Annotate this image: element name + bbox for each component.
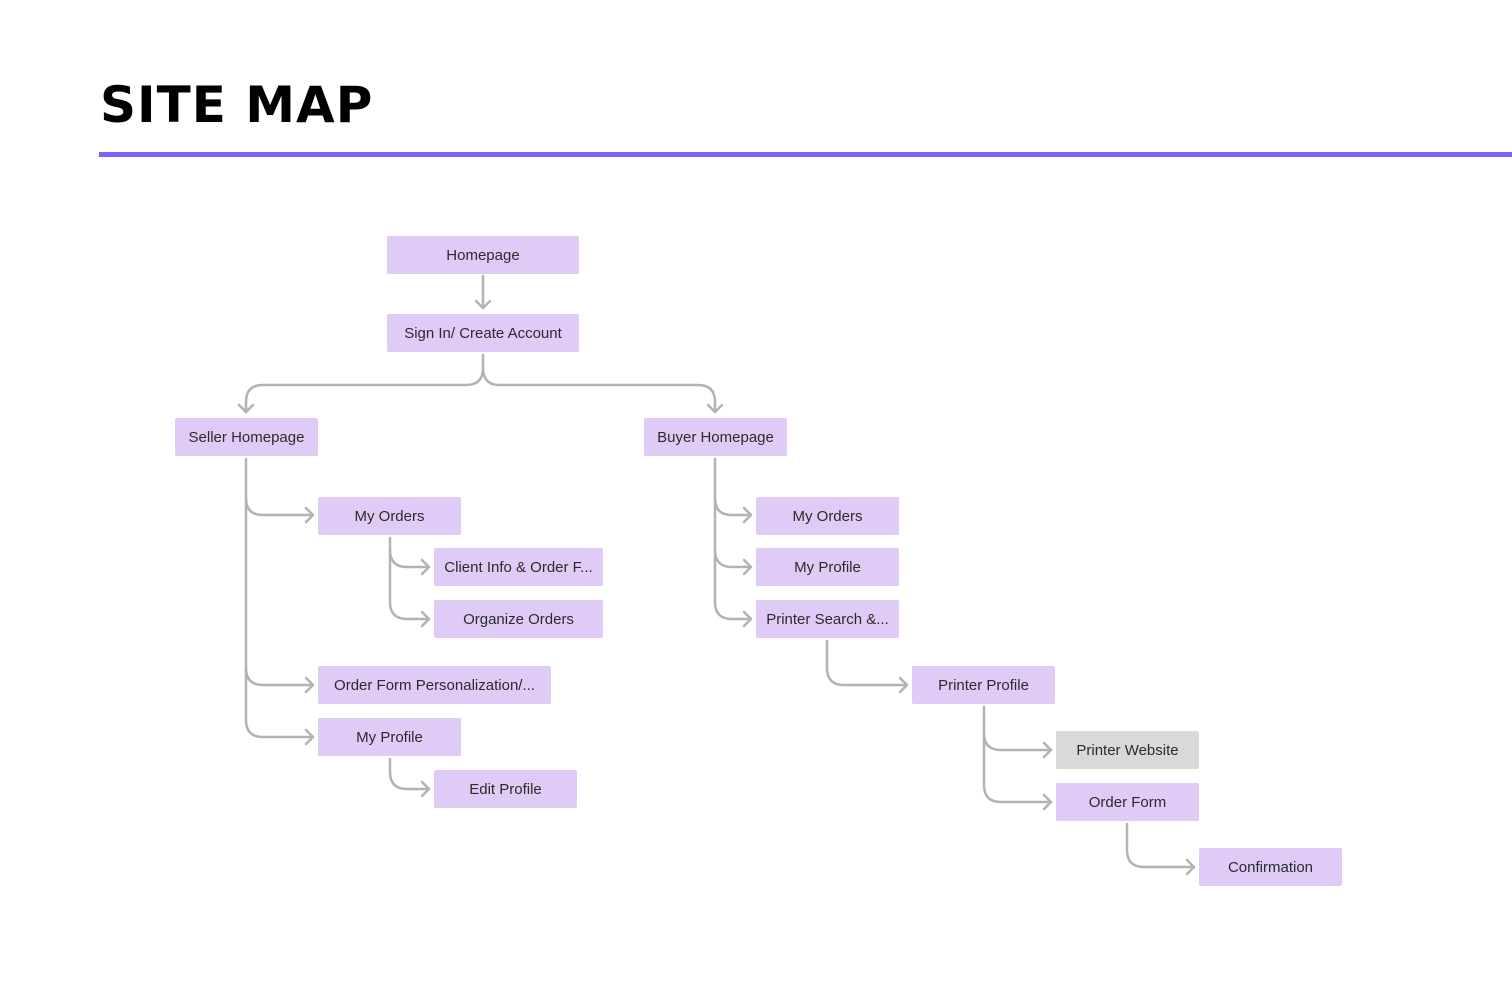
arrowhead-icon [237,403,255,414]
arrowhead-icon [1185,858,1196,876]
node-buyer-homepage: Buyer Homepage [644,418,787,456]
arrowhead-icon [304,506,315,524]
arrowhead-icon [742,558,753,576]
arrowhead-icon [304,728,315,746]
connector-seller-trunk [244,457,315,739]
node-printer-profile: Printer Profile [912,666,1055,704]
connector-myprofile-edit [388,757,431,791]
connector-buyer-myprofile [713,548,753,569]
node-seller-my-profile: My Profile [318,718,461,756]
arrowhead-icon [420,780,431,798]
connector-printerprofile-website [982,731,1053,752]
node-printer-search: Printer Search &... [756,600,899,638]
title-underline [99,152,1512,157]
node-buyer-my-profile: My Profile [756,548,899,586]
node-printer-website: Printer Website [1056,731,1199,769]
arrowhead-icon [304,676,315,694]
arrowhead-icon [898,676,909,694]
connector-seller-orderform [244,666,315,687]
connector-myorders-trunk [388,536,431,621]
node-edit-profile: Edit Profile [434,770,577,808]
arrowhead-icon [742,506,753,524]
arrowhead-icon [1042,741,1053,759]
node-client-info: Client Info & Order F... [434,548,603,586]
arrowhead-icon [742,610,753,628]
arrowhead-icon [420,558,431,576]
node-homepage: Homepage [387,236,579,274]
connector-myorders-clientinfo [388,548,431,569]
connector-seller-myorders [244,496,315,517]
arrowhead-icon [420,610,431,628]
node-order-form: Order Form [1056,783,1199,821]
arrowhead-icon [474,299,492,310]
node-sign-in: Sign In/ Create Account [387,314,579,352]
arrowhead-icon [1042,793,1053,811]
node-confirmation: Confirmation [1199,848,1342,886]
node-order-form-personalization: Order Form Personalization/... [318,666,551,704]
connector-signin-seller [244,353,485,414]
node-organize-orders: Organize Orders [434,600,603,638]
connector-signin-buyer [481,366,717,414]
connector-orderform-confirmation [1125,822,1196,869]
connector-buyer-trunk [713,457,753,621]
connector-buyer-myorders [713,496,753,517]
node-buyer-my-orders: My Orders [756,497,899,535]
connector-search-profile [825,639,909,687]
node-seller-my-orders: My Orders [318,497,461,535]
arrowhead-icon [706,403,724,414]
node-seller-homepage: Seller Homepage [175,418,318,456]
connector-printerprofile-trunk [982,705,1053,804]
page-title: SITE MAP [100,76,374,134]
